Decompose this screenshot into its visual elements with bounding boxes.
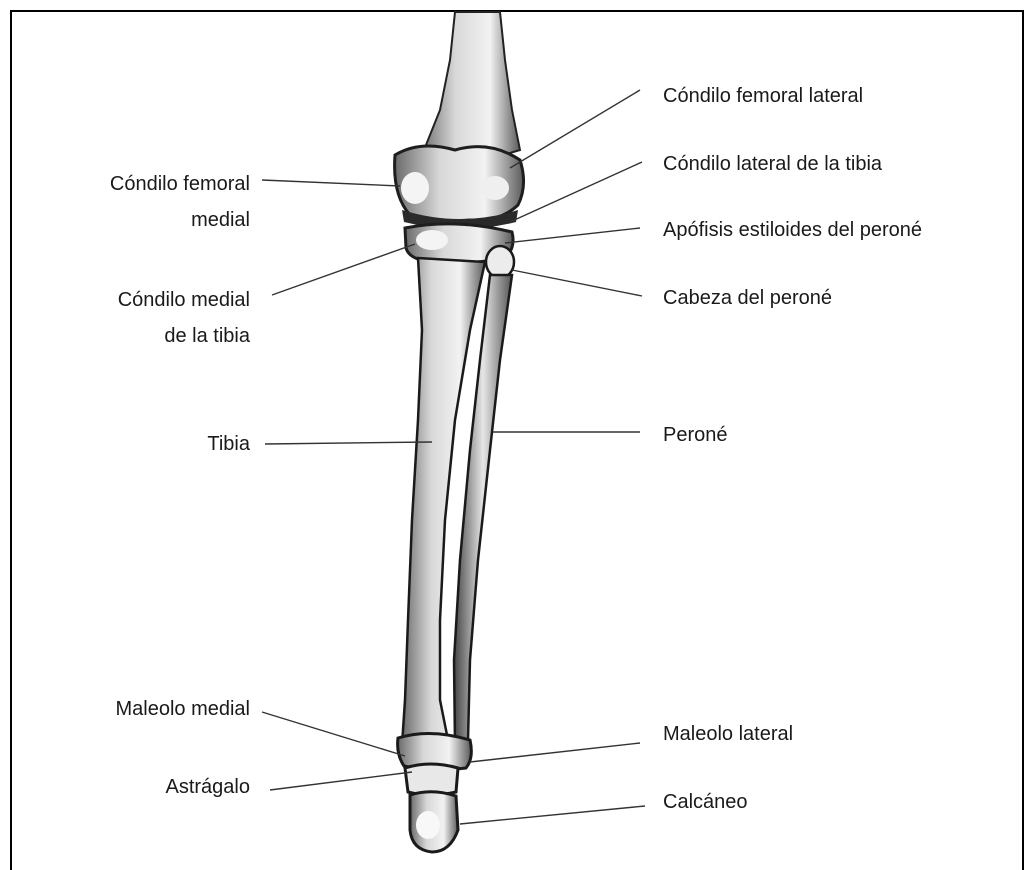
fibula-head [486,246,514,278]
label-condilo-femoral-lateral: Cóndilo femoral lateral [663,84,863,108]
femur [420,12,520,165]
leader-condilo-femoral-medial [262,180,400,186]
label-maleolo-medial: Maleolo medial [40,697,250,721]
label-condilo-medial-tibia-line1: Cóndilo medial [40,288,250,312]
label-condilo-femoral-medial-line1: Cóndilo femoral [40,172,250,196]
label-cabeza-perone: Cabeza del peroné [663,286,832,310]
leader-maleolo-lateral [470,743,640,762]
leader-condilo-medial-tibia [272,244,415,295]
label-astragalo: Astrágalo [40,775,250,799]
label-calcaneo: Calcáneo [663,790,748,814]
leader-condilo-femoral-lateral [510,90,640,168]
condyle-highlight-lateral [481,176,509,200]
tibial-condyle-highlight [416,230,448,250]
condyle-highlight-medial [401,172,429,204]
label-apofisis-estiloides: Apófisis estiloides del peroné [663,218,922,242]
label-maleolo-lateral: Maleolo lateral [663,722,793,746]
label-tibia: Tibia [40,432,250,456]
label-perone: Peroné [663,423,728,447]
label-condilo-lateral-tibia: Cóndilo lateral de la tibia [663,152,882,176]
calcaneus-highlight [416,811,440,839]
leader-tibia [265,442,432,444]
leader-condilo-lateral-tibia [510,162,642,222]
leader-maleolo-medial [262,712,405,756]
leader-calcaneo [460,806,645,824]
label-condilo-femoral-medial-line2: medial [40,208,250,232]
leader-astragalo [270,772,412,790]
leader-apofisis-estiloides [505,228,640,243]
leader-cabeza-perone [512,270,642,296]
label-condilo-medial-tibia-line2: de la tibia [40,324,250,348]
